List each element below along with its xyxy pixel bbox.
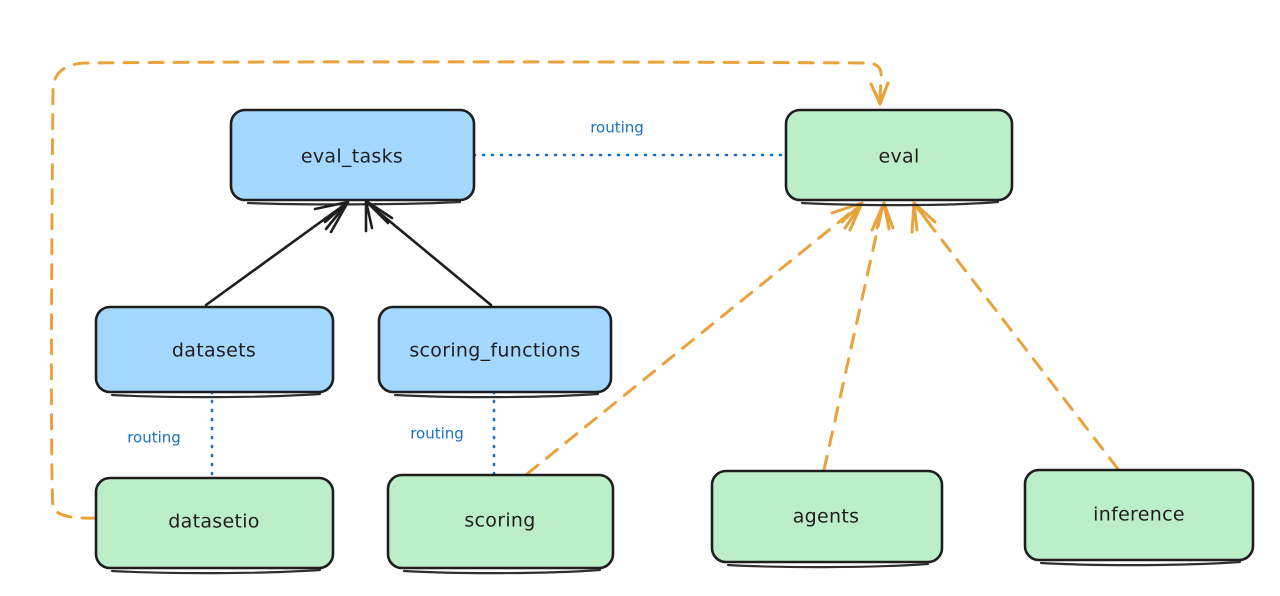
edge-label-routing-scoring: routing (410, 425, 464, 443)
node-inference[interactable]: inference (1023, 468, 1255, 567)
node-agents-box[interactable] (710, 469, 944, 564)
edge-datasetio-to-eval (49, 60, 890, 520)
edge-inference-to-eval (910, 201, 1120, 471)
node-eval-tasks[interactable]: eval_tasks (229, 108, 476, 206)
node-datasets[interactable]: datasets (94, 305, 335, 399)
node-datasetio-box[interactable] (94, 476, 335, 570)
node-datasets-label: datasets (172, 340, 256, 362)
node-inference-label: inference (1093, 504, 1185, 526)
node-agents[interactable]: agents (710, 469, 944, 569)
edge-scoring-to-eval (525, 201, 864, 476)
edge-label-routing-datasetio: routing (127, 429, 181, 447)
node-eval-tasks-label: eval_tasks (301, 146, 403, 168)
node-datasets-box[interactable] (94, 305, 335, 394)
edge-label-routing-eval: routing (590, 119, 644, 137)
node-inference-box[interactable] (1023, 468, 1255, 562)
node-datasetio[interactable]: datasetio (94, 476, 335, 575)
edge-scoring-functions-to-scoring: routing (410, 390, 496, 477)
node-scoring-functions-box[interactable] (377, 305, 613, 394)
edge-agents-to-eval (822, 201, 895, 472)
node-eval[interactable]: eval (784, 108, 1014, 207)
edge-datasets-to-datasetio: routing (127, 390, 214, 480)
edge-eval-tasks-to-eval: routing (472, 119, 788, 157)
node-datasetio-label: datasetio (168, 511, 259, 533)
edge-datasets-to-eval-tasks (204, 200, 350, 307)
node-eval-box[interactable] (784, 108, 1014, 202)
node-eval-label: eval (878, 146, 919, 168)
node-eval-tasks-box[interactable] (229, 108, 476, 202)
node-scoring-functions-label: scoring_functions (409, 340, 580, 362)
edge-scoring-functions-to-eval-tasks (364, 199, 493, 307)
node-agents-label: agents (793, 506, 860, 528)
node-scoring-label: scoring (464, 510, 535, 532)
node-scoring[interactable]: scoring (386, 473, 615, 575)
node-scoring-functions[interactable]: scoring_functions (377, 305, 613, 399)
node-scoring-box[interactable] (386, 473, 615, 570)
